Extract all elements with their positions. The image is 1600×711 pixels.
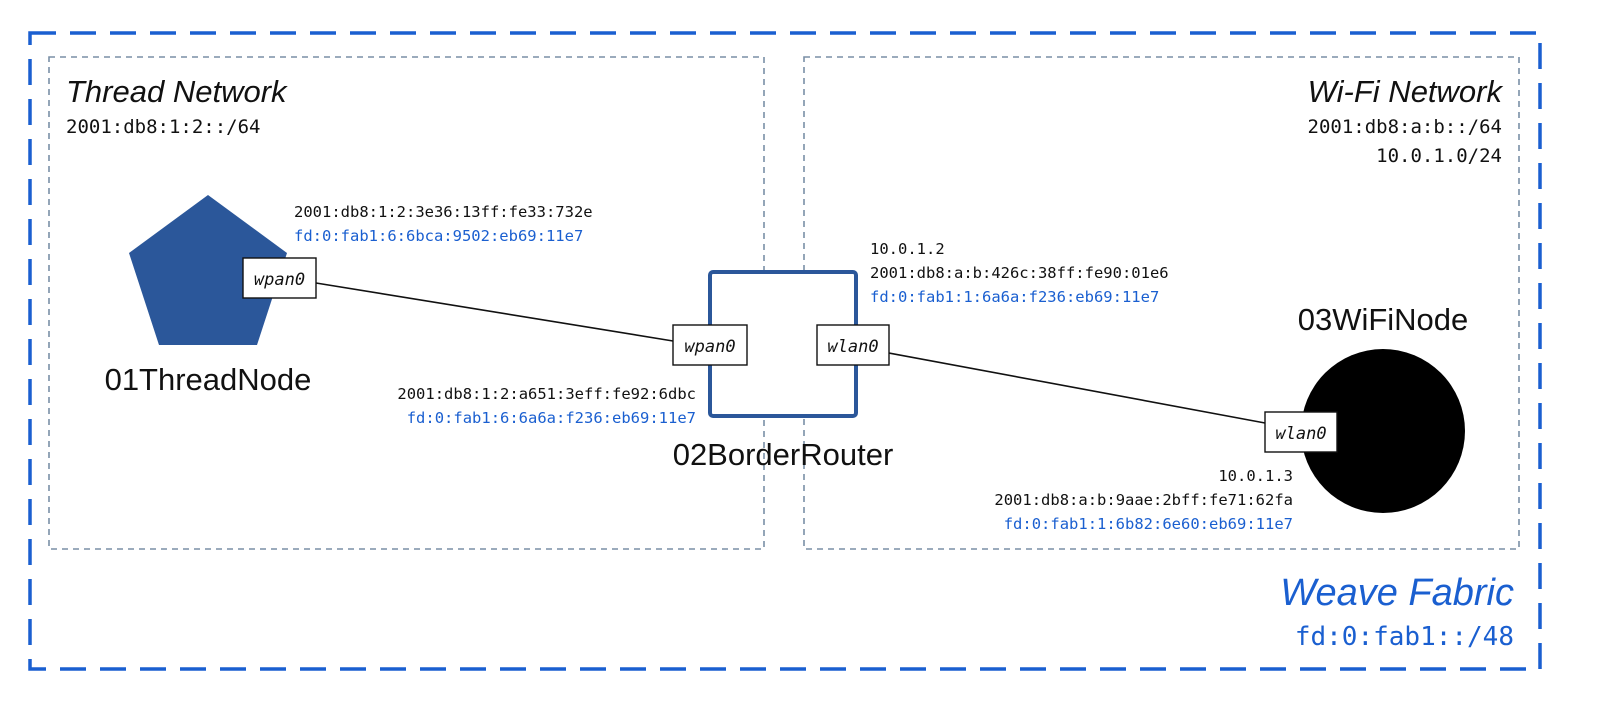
border-router-thread-addr-global: 2001:db8:1:2:a651:3eff:fe92:6dbc — [397, 385, 696, 403]
wifi-node-circle[interactable] — [1301, 349, 1465, 513]
border-router-iface-wifi-label: wlan0 — [827, 337, 878, 357]
border-router-iface-thread-label: wpan0 — [684, 337, 735, 357]
border-router-iface-thread[interactable]: wpan0 — [672, 324, 748, 366]
wifi-node-iface-label: wlan0 — [1275, 424, 1326, 444]
thread-node-iface[interactable]: wpan0 — [242, 257, 317, 299]
fabric-prefix: fd:0:fab1::/48 — [1295, 622, 1514, 652]
fabric-boundary — [28, 31, 1542, 671]
wifi-node-addr-fabric: fd:0:fab1:1:6b82:6e60:eb69:11e7 — [1004, 515, 1293, 533]
fabric-title: Weave Fabric — [1280, 572, 1514, 614]
border-router-iface-wifi[interactable]: wlan0 — [816, 324, 890, 366]
thread-node-addr-fabric: fd:0:fab1:6:6bca:9502:eb69:11e7 — [294, 227, 583, 245]
thread-node-iface-label: wpan0 — [254, 270, 305, 290]
wifi-node-addr-v4: 10.0.1.3 — [1218, 467, 1293, 485]
thread-node-name: 01ThreadNode — [105, 362, 312, 397]
thread-node-addr-global: 2001:db8:1:2:3e36:13ff:fe33:732e — [294, 203, 593, 221]
wifi-node-name: 03WiFiNode — [1298, 302, 1469, 337]
border-router-wifi-addr-global: 2001:db8:a:b:426c:38ff:fe90:01e6 — [870, 264, 1169, 282]
wifi-network-title: Wi-Fi Network — [1308, 74, 1504, 109]
wifi-network-prefix-v4: 10.0.1.0/24 — [1376, 145, 1502, 167]
link-wifi — [888, 352, 1266, 424]
border-router-wifi-addr-v4: 10.0.1.2 — [870, 240, 945, 258]
thread-node-pentagon[interactable] — [129, 195, 287, 345]
wifi-node-addr-global: 2001:db8:a:b:9aae:2bff:fe71:62fa — [994, 491, 1293, 509]
border-router-thread-addr-fabric: fd:0:fab1:6:6a6a:f236:eb69:11e7 — [407, 409, 696, 427]
border-router-name: 02BorderRouter — [673, 437, 894, 472]
link-thread — [315, 282, 674, 342]
thread-network-prefix: 2001:db8:1:2::/64 — [66, 116, 260, 138]
border-router-wifi-addr-fabric: fd:0:fab1:1:6a6a:f236:eb69:11e7 — [870, 288, 1159, 306]
wifi-network-prefix-v6: 2001:db8:a:b::/64 — [1308, 116, 1502, 138]
wifi-node-iface[interactable]: wlan0 — [1264, 411, 1338, 453]
thread-network-title: Thread Network — [66, 74, 288, 109]
